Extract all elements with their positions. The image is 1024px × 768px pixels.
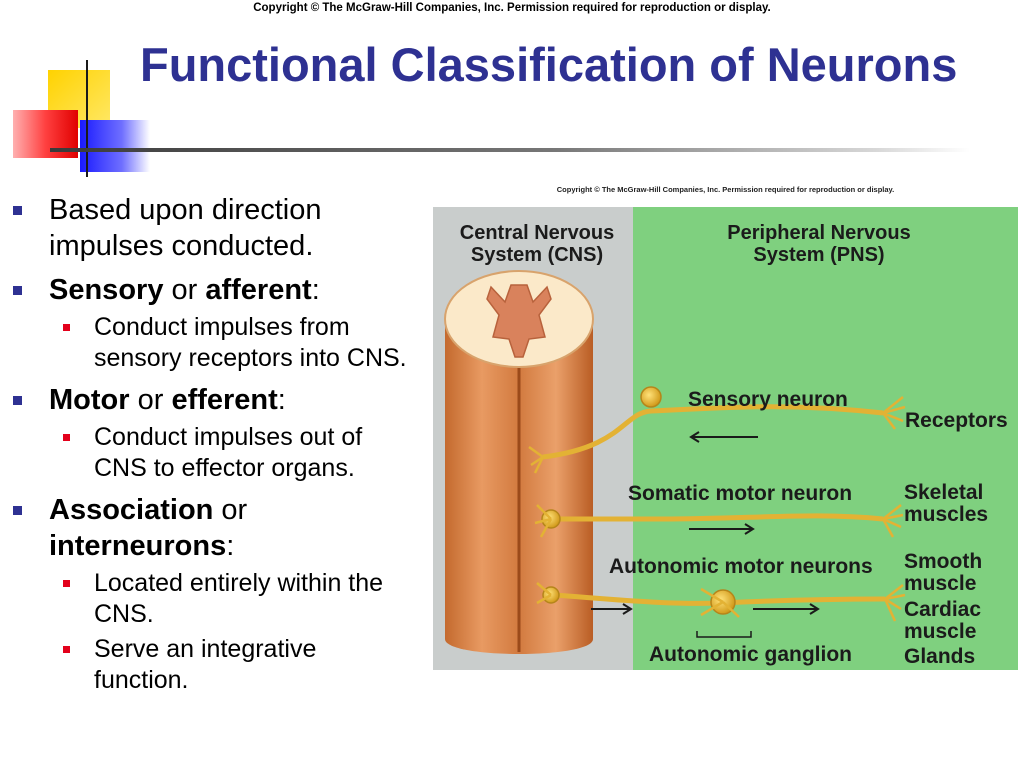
bullet-item: Sensory or afferent: Conduct impulses fr… (10, 272, 415, 374)
receptors-label: Receptors (905, 409, 1008, 432)
bullet-item: Association or interneurons: Located ent… (10, 492, 415, 696)
bullet-term: Association (49, 494, 214, 526)
sub-bullet-text: Conduct impulses out of CNS to effector … (94, 423, 363, 482)
bullet-term: efferent (171, 384, 278, 416)
skeletal-muscles-label: Skeletal muscles (904, 481, 989, 526)
sub-bullet-item: Conduct impulses out of CNS to effector … (10, 422, 415, 484)
bullet-item: Based upon direction impulses conducted. (10, 192, 415, 264)
sub-bullet-square-icon (63, 324, 70, 331)
bullet-square-icon (13, 286, 22, 295)
bullet-term: Sensory (49, 274, 164, 306)
bullet-punct: : (226, 530, 235, 562)
pns-label: Peripheral Nervous System (PNS) (727, 222, 911, 266)
figure-illustration (433, 207, 1018, 670)
bullet-square-icon (13, 396, 22, 405)
sub-bullet-square-icon (63, 646, 70, 653)
autonomic-motor-neurons-label: Autonomic motor neurons (609, 555, 873, 578)
bullet-connector: or (163, 274, 206, 306)
bullet-square-icon (13, 506, 22, 515)
bullet-list: Based upon direction impulses conducted.… (10, 192, 415, 704)
gray-matter (486, 284, 552, 358)
bullet-punct: : (311, 274, 320, 306)
somatic-terminals (534, 504, 904, 538)
sensory-dendrites (528, 396, 906, 474)
autonomic-arrow-1 (591, 603, 633, 615)
sub-bullet-square-icon (63, 434, 70, 441)
sensory-axon (542, 404, 884, 460)
sensory-neuron-label: Sensory neuron (688, 388, 848, 411)
neuron-classification-figure: Copyright © The McGraw-Hill Companies, I… (433, 185, 1018, 670)
title-underline (50, 148, 970, 152)
autonomic-ganglion-label: Autonomic ganglion (649, 643, 852, 666)
sub-bullet-item: Serve an integrative function. (10, 634, 415, 696)
copyright-notice: Copyright © The McGraw-Hill Companies, I… (253, 2, 771, 14)
sub-bullet-list: Conduct impulses out of CNS to effector … (49, 422, 415, 484)
cardiac-muscle-label: Cardiac muscle (904, 598, 982, 643)
sensory-soma (640, 386, 662, 408)
bullet-text: Based upon direction impulses conducted. (49, 194, 322, 262)
bullet-connector: or (213, 494, 248, 526)
autonomic-terminals (536, 582, 906, 622)
autonomic-arrow-2 (753, 603, 820, 615)
sub-bullet-item: Located entirely within the CNS. (10, 568, 415, 630)
sub-bullet-text: Conduct impulses from sensory receptors … (94, 313, 407, 372)
sensory-arrow (689, 431, 758, 443)
sub-bullet-text: Serve an integrative function. (94, 635, 317, 694)
slide-title: Functional Classification of Neurons (140, 40, 957, 90)
smooth-muscle-label: Smooth muscle (904, 550, 983, 595)
bullet-term: afferent (205, 274, 312, 306)
slide-title-text: Functional Classification of Neurons (140, 38, 958, 91)
pns-panel (633, 207, 1018, 670)
bullet-square-icon (13, 206, 22, 215)
bullet-item: Motor or efferent: Conduct impulses out … (10, 382, 415, 484)
bullet-connector: or (129, 384, 172, 416)
somatic-motor-neuron-label: Somatic motor neuron (628, 482, 853, 505)
figure-copyright: Copyright © The McGraw-Hill Companies, I… (556, 185, 895, 194)
glands-label: Glands (904, 645, 976, 668)
sub-bullet-text: Located entirely within the CNS. (94, 569, 384, 628)
somatic-axon (550, 513, 884, 522)
sub-bullet-item: Conduct impulses from sensory receptors … (10, 312, 415, 374)
sub-bullet-square-icon (63, 580, 70, 587)
bullet-term: interneurons (49, 530, 227, 562)
somatic-arrow (689, 523, 755, 535)
sub-bullet-list: Located entirely within the CNS. Serve a… (49, 568, 415, 696)
bullet-punct: : (277, 384, 286, 416)
cns-label: Central Nervous System (CNS) (459, 222, 615, 266)
ganglion-bracket (696, 631, 752, 638)
bullet-term: Motor (49, 384, 130, 416)
sub-bullet-list: Conduct impulses from sensory receptors … (49, 312, 415, 374)
